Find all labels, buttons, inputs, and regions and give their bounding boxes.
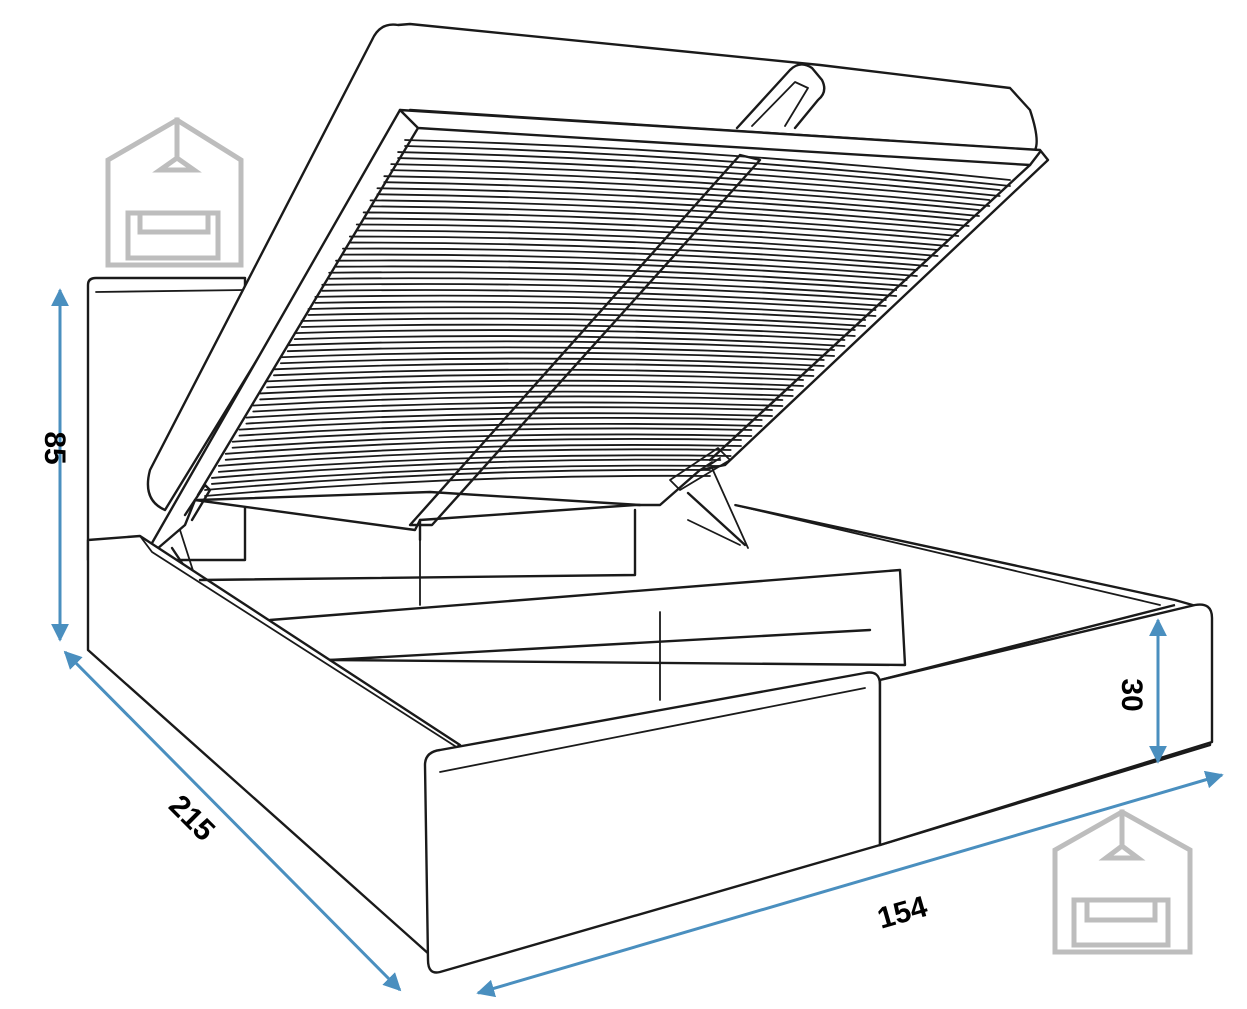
width-label: 154	[874, 890, 932, 936]
bed-base	[86, 503, 1214, 974]
slat	[335, 259, 908, 281]
slat-edge	[404, 145, 1011, 187]
slat-edge	[390, 169, 991, 207]
slat-edge	[335, 265, 908, 287]
slat-edge	[307, 312, 867, 327]
slat	[348, 235, 929, 261]
slat-edge	[355, 229, 939, 257]
slat	[273, 362, 815, 371]
slat-edge	[273, 368, 815, 377]
slat	[342, 247, 918, 271]
slat	[279, 351, 825, 361]
slat-edge	[362, 217, 949, 247]
lifted-lid	[146, 22, 1038, 512]
slat	[362, 211, 949, 241]
slat-edge	[204, 474, 711, 497]
slat	[328, 271, 898, 291]
slat-edge	[293, 335, 846, 347]
slat	[355, 223, 939, 251]
slat-edge	[348, 241, 929, 267]
slat-edge	[369, 205, 960, 237]
slat	[376, 187, 970, 221]
slat-edge	[252, 401, 784, 413]
slat	[383, 175, 980, 211]
gas-strut-right	[669, 447, 749, 549]
slat-edge	[300, 323, 856, 337]
depth-arrow	[63, 650, 402, 992]
slat	[266, 373, 805, 383]
height-label: 85	[38, 431, 71, 464]
slat-edge	[314, 300, 877, 317]
slat-edge	[397, 157, 1001, 197]
slat	[238, 416, 763, 431]
base-height-dimension: 30	[1115, 618, 1167, 764]
slat	[210, 458, 722, 479]
slat-edge	[279, 357, 825, 367]
slat-edge	[238, 422, 763, 437]
slat-edge	[376, 193, 970, 227]
slat-edge	[286, 346, 836, 357]
slat	[300, 317, 856, 331]
depth-label: 215	[162, 789, 221, 848]
slat-edge	[342, 253, 918, 277]
slat	[245, 406, 773, 419]
slat	[259, 384, 794, 395]
slat	[397, 151, 1001, 191]
slat-edge	[210, 464, 722, 485]
slat	[390, 163, 991, 201]
slat-edge	[259, 390, 794, 401]
slat-edge	[321, 289, 887, 307]
slat-edge	[328, 277, 898, 297]
slat	[231, 427, 753, 443]
slat-edge	[383, 181, 980, 217]
slat	[252, 395, 784, 407]
width-arrow	[476, 770, 1224, 998]
slat	[404, 139, 1011, 181]
house-sofa-watermark-icon	[105, 117, 244, 268]
slat	[204, 468, 711, 491]
slat	[293, 329, 846, 341]
slat	[369, 199, 960, 231]
slat	[307, 306, 867, 321]
house-sofa-watermark-icon	[1052, 809, 1193, 955]
slat-edge	[231, 433, 753, 449]
slat	[286, 340, 836, 351]
slat-edge	[266, 379, 805, 389]
slat-edge	[217, 454, 732, 473]
slat	[217, 448, 732, 467]
slats	[204, 139, 1011, 497]
slat-frame	[146, 108, 1050, 557]
slat-edge	[245, 412, 773, 425]
base-height-label: 30	[1115, 678, 1148, 711]
slat	[321, 283, 887, 301]
slat	[314, 294, 877, 311]
slat	[224, 438, 742, 455]
slat-edge	[224, 444, 742, 461]
height-dimension: 85	[38, 288, 71, 642]
